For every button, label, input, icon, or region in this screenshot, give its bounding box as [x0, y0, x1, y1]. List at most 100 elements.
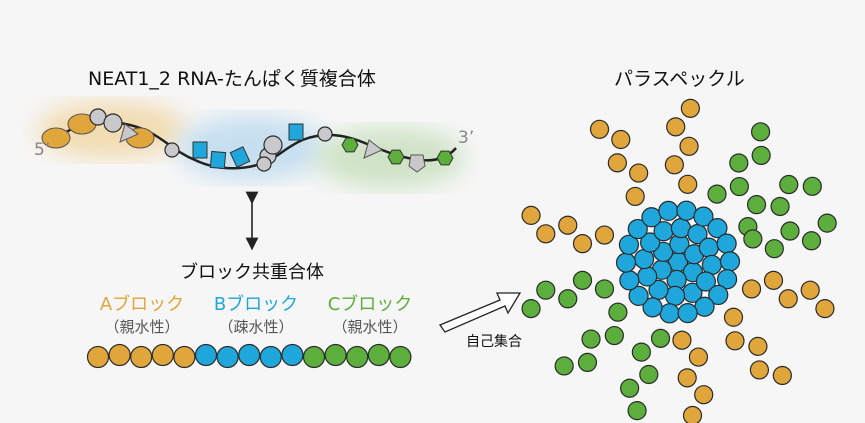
- block-b-property: （疎水性）: [218, 318, 294, 336]
- core-bead: [677, 302, 698, 324]
- arm-bead: [607, 153, 627, 173]
- arm-bead: [729, 153, 749, 173]
- arm-bead: [801, 231, 822, 251]
- three-prime-label: 3’: [458, 128, 475, 148]
- arm-bead: [680, 98, 700, 118]
- chain-bead: [108, 343, 131, 367]
- blue-protein-square: [209, 150, 227, 170]
- arm-bead: [779, 174, 799, 195]
- chain-bead: [346, 345, 369, 369]
- copolymer-label: ブロック共重合体: [180, 262, 324, 283]
- arm-bead: [594, 279, 615, 299]
- chain-bead: [302, 345, 326, 369]
- blue-protein-square: [288, 123, 304, 141]
- arm-bead: [748, 336, 768, 356]
- arm-bead: [688, 347, 709, 367]
- blue-protein-square: [192, 141, 208, 159]
- core-bead: [676, 200, 697, 221]
- gray-protein: [256, 156, 272, 172]
- gray-protein: [103, 113, 123, 133]
- arm-bead: [679, 136, 699, 156]
- block-b-label: Bブロック: [213, 294, 299, 315]
- arm-bead: [558, 215, 578, 235]
- arm-bead: [666, 117, 686, 137]
- core-bead: [642, 297, 663, 318]
- arm-bead: [778, 289, 798, 309]
- arm-bead: [772, 365, 792, 386]
- core-bead: [716, 233, 737, 254]
- left-title: NEAT1_2 RNA-たんぱく質複合体: [88, 68, 376, 90]
- chain-bead: [130, 345, 153, 369]
- core-bead: [619, 270, 640, 291]
- arm-bead: [800, 280, 820, 300]
- core-bead: [693, 206, 714, 227]
- gray-protein-triangle: [363, 139, 383, 159]
- arm-bead: [627, 401, 647, 421]
- block-a-label: Aブロック: [99, 294, 185, 315]
- gray-protein-triangle: [119, 123, 139, 143]
- chain-bead: [238, 343, 261, 367]
- arm-bead: [763, 270, 784, 290]
- chain-bead: [216, 345, 239, 369]
- arm-bead: [682, 405, 703, 423]
- block-a-property: （親水性）: [104, 318, 180, 336]
- arm-bead: [694, 385, 714, 405]
- arm-bead: [589, 119, 610, 139]
- arm-bead: [780, 221, 800, 241]
- blue-protein-square: [229, 146, 251, 168]
- gray-protein-pentagon: [408, 154, 426, 173]
- green-protein-hexagon: [341, 137, 359, 153]
- block-c-property: （親水性）: [332, 318, 408, 336]
- core-bead: [695, 271, 716, 292]
- arm-bead: [625, 186, 645, 207]
- arm-bead: [677, 368, 697, 388]
- arm-bead: [558, 289, 578, 309]
- arm-bead: [770, 196, 790, 217]
- core-bead: [640, 232, 661, 253]
- arm-bead: [536, 224, 556, 244]
- green-protein-hexagon: [387, 149, 405, 165]
- gray-protein: [317, 126, 333, 142]
- arm-bead: [629, 163, 649, 183]
- arm-bead: [664, 155, 684, 175]
- arm-bead: [572, 270, 593, 290]
- arm-bead: [639, 364, 659, 385]
- arm-bead: [743, 229, 763, 249]
- core-bead: [637, 266, 658, 287]
- arm-bead: [749, 360, 770, 380]
- chain-bead: [151, 343, 174, 367]
- arm-bead: [577, 352, 598, 373]
- arm-bead: [650, 328, 671, 348]
- core-bead: [719, 251, 741, 272]
- core-bead: [615, 252, 637, 273]
- chain-bead: [324, 343, 347, 367]
- arm-bead: [750, 122, 771, 142]
- chain-bead: [86, 345, 110, 369]
- chain-bead: [173, 345, 196, 369]
- chain-bead: [367, 343, 390, 367]
- arm-bead: [554, 356, 574, 376]
- core-bead: [716, 269, 738, 290]
- arm-bead: [620, 378, 640, 398]
- arm-bead: [678, 174, 698, 194]
- block-c-label: Cブロック: [327, 294, 413, 315]
- arm-bead: [746, 195, 767, 215]
- core-bead: [694, 296, 715, 317]
- arm-bead: [572, 234, 593, 254]
- green-protein-hexagon: [436, 150, 454, 166]
- arm-bead: [631, 342, 651, 362]
- self-assembly-label: 自己集合: [466, 334, 522, 350]
- core-bead: [708, 284, 729, 306]
- arm-bead: [723, 307, 744, 327]
- chain-bead: [194, 343, 218, 367]
- arm-bead: [817, 213, 837, 233]
- arm-bead: [581, 329, 601, 349]
- arm-bead: [764, 239, 784, 259]
- arm-bead: [802, 176, 822, 196]
- arm-bead: [725, 331, 745, 351]
- arm-bead: [611, 129, 631, 150]
- chain-bead: [389, 345, 412, 369]
- block-copolymer-chain: [86, 343, 412, 369]
- core-bead: [628, 285, 649, 307]
